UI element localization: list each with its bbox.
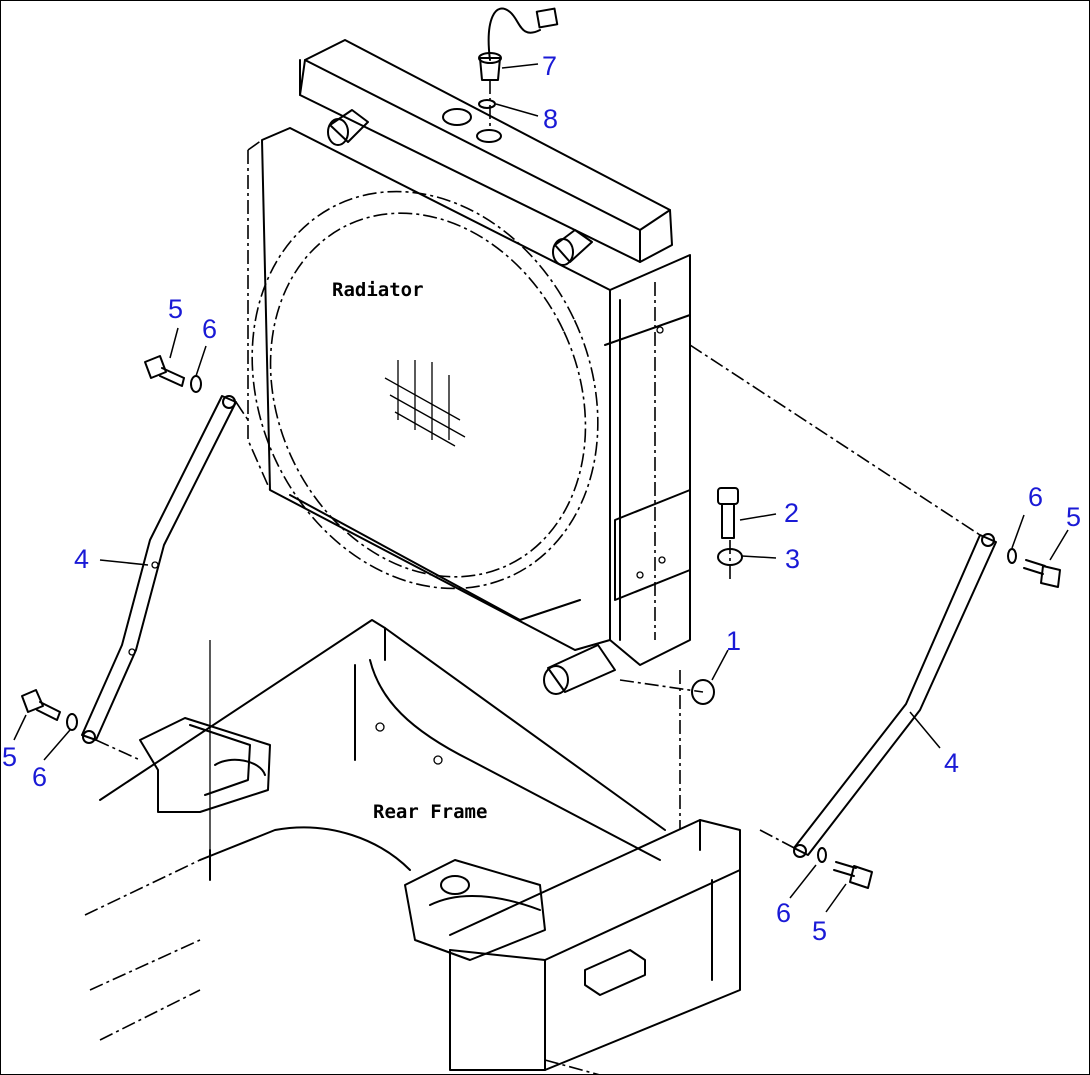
alignment-lines <box>95 80 981 852</box>
callout-7: 7 <box>542 51 557 81</box>
radiator-label: Radiator <box>332 279 424 301</box>
bolts-washers <box>21 355 1061 889</box>
callout-8: 8 <box>543 104 558 134</box>
callout-5-right-lower: 5 <box>812 916 827 946</box>
callout-4-right: 4 <box>944 748 959 778</box>
callout-6-right-lower: 6 <box>776 898 791 928</box>
callout-2: 2 <box>784 498 799 528</box>
leader-lines <box>13 63 1069 913</box>
stay-rod-left <box>81 395 237 744</box>
callout-3: 3 <box>785 544 800 574</box>
callout-6-bottom-left: 6 <box>32 762 47 792</box>
radiator-assembly <box>247 39 691 695</box>
rear-frame-label: Rear Frame <box>373 801 487 823</box>
callout-5-bottom-left: 5 <box>2 742 17 772</box>
rear-frame <box>84 619 741 1075</box>
stay-rod-right <box>793 533 997 858</box>
callout-6-right-upper: 6 <box>1028 482 1043 512</box>
callout-4-left: 4 <box>74 544 89 574</box>
radiator-cap <box>476 7 559 143</box>
callout-6-top-left: 6 <box>202 314 217 344</box>
callout-5-top-left: 5 <box>168 294 183 324</box>
callout-1: 1 <box>726 626 741 656</box>
callout-5-right-upper: 5 <box>1066 502 1081 532</box>
